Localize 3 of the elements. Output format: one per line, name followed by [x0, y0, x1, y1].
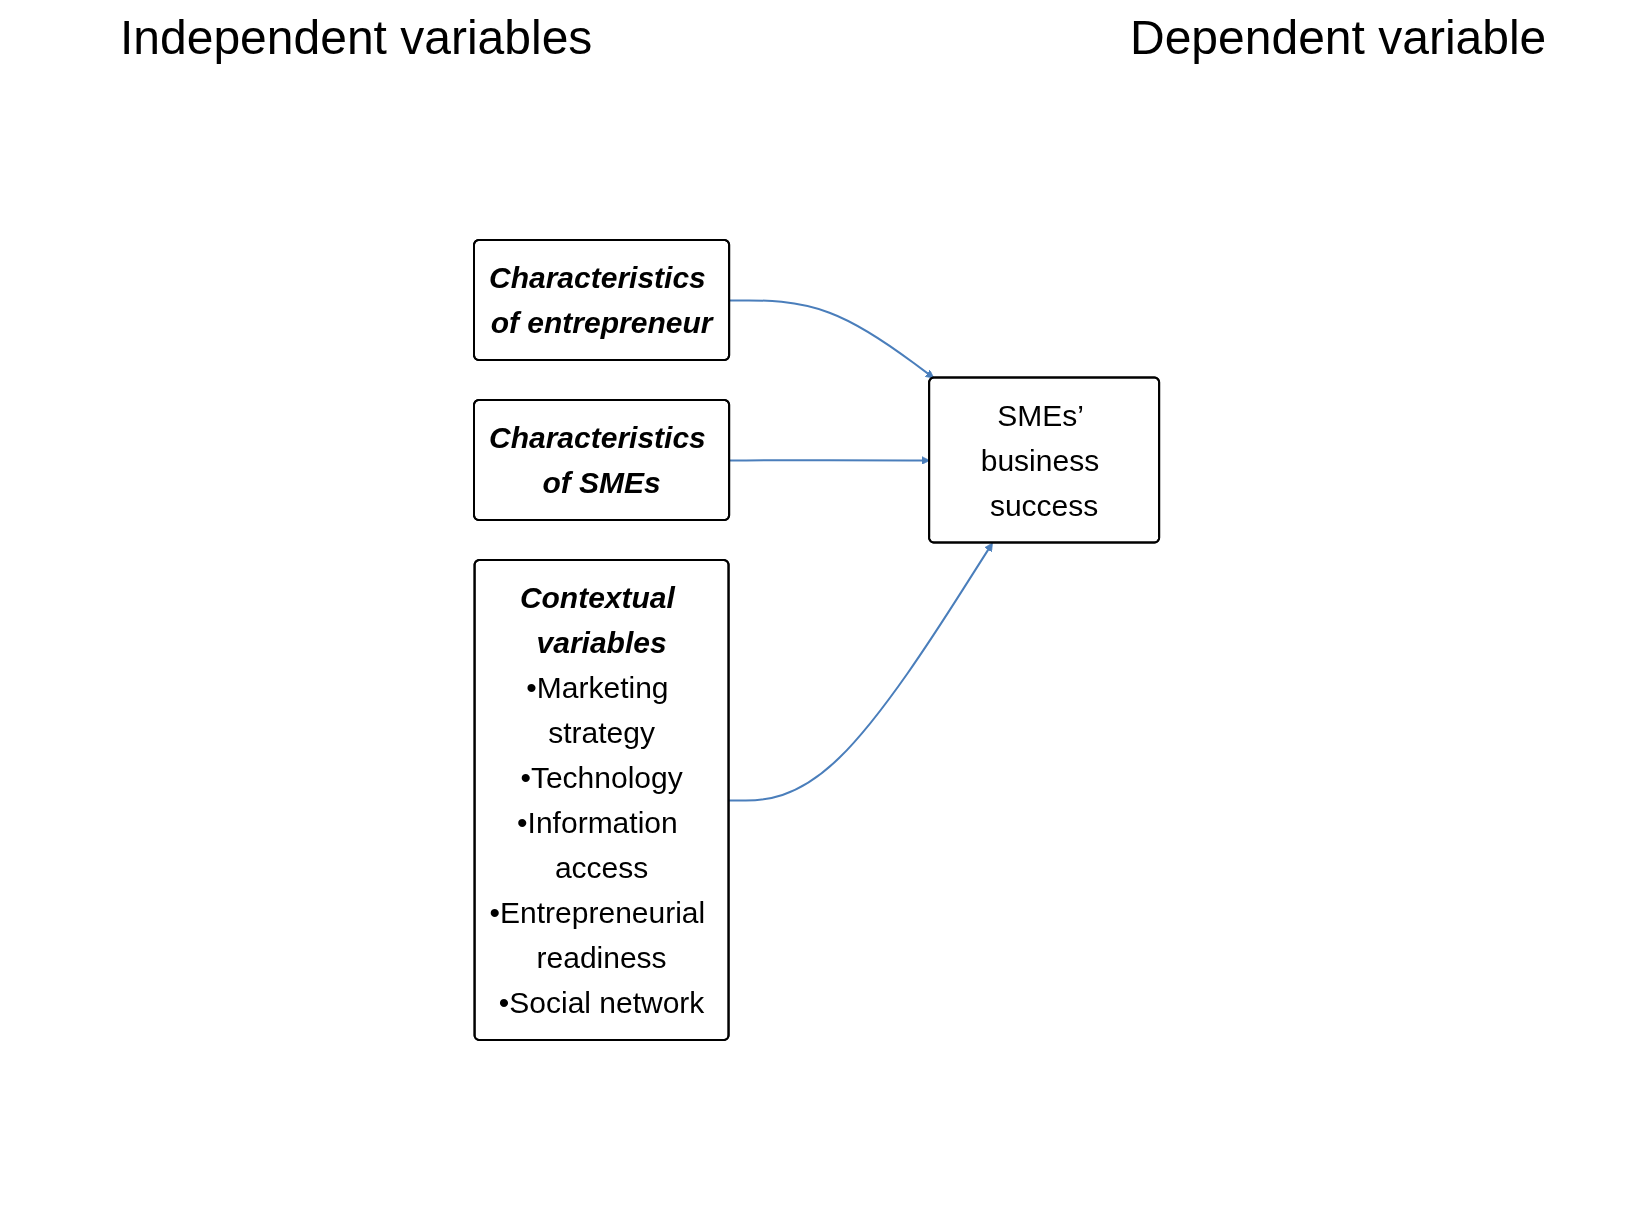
heading-text: Independent variables	[120, 10, 593, 65]
heading-text: Dependent variable	[1130, 10, 1547, 65]
arrow	[728, 542, 993, 802]
